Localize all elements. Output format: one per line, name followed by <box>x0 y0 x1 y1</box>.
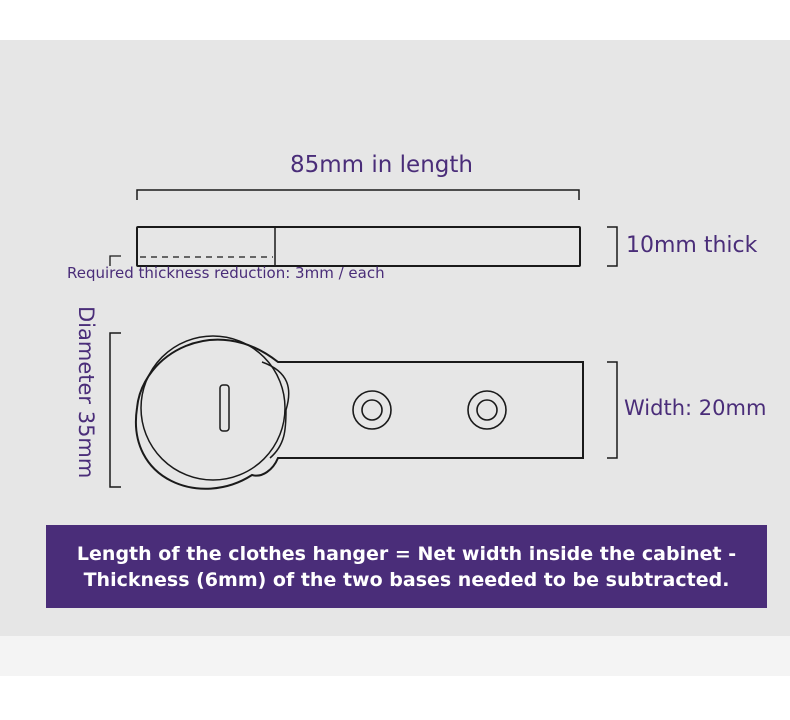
bottom-strip <box>0 636 790 676</box>
thickness-label: 10mm thick <box>626 233 758 258</box>
top-view-outline <box>134 338 584 490</box>
screw-hole-1-inner <box>361 399 383 421</box>
formula-note-line-1: Length of the clothes hanger = Net width… <box>76 542 737 565</box>
diameter-label: Diameter 35mm <box>74 306 98 479</box>
length-bracket <box>136 189 580 200</box>
length-label: 85mm in length <box>290 152 473 178</box>
screw-hole-2 <box>467 390 507 430</box>
slot <box>219 384 230 432</box>
formula-note-line-2: Thickness (6mm) of the two bases needed … <box>83 568 730 591</box>
base-neck <box>261 361 290 459</box>
diameter-bracket <box>109 332 121 488</box>
formula-note: Length of the clothes hanger = Net width… <box>46 525 767 608</box>
width-bracket <box>607 361 618 459</box>
thickness-bracket <box>607 226 618 267</box>
screw-hole-1 <box>352 390 392 430</box>
base-circle <box>140 335 286 481</box>
side-view-bar <box>136 226 581 267</box>
width-label: Width: 20mm <box>624 396 767 420</box>
reduction-marker <box>109 255 121 266</box>
screw-hole-2-inner <box>476 399 498 421</box>
reduction-label: Required thickness reduction: 3mm / each <box>67 264 385 282</box>
